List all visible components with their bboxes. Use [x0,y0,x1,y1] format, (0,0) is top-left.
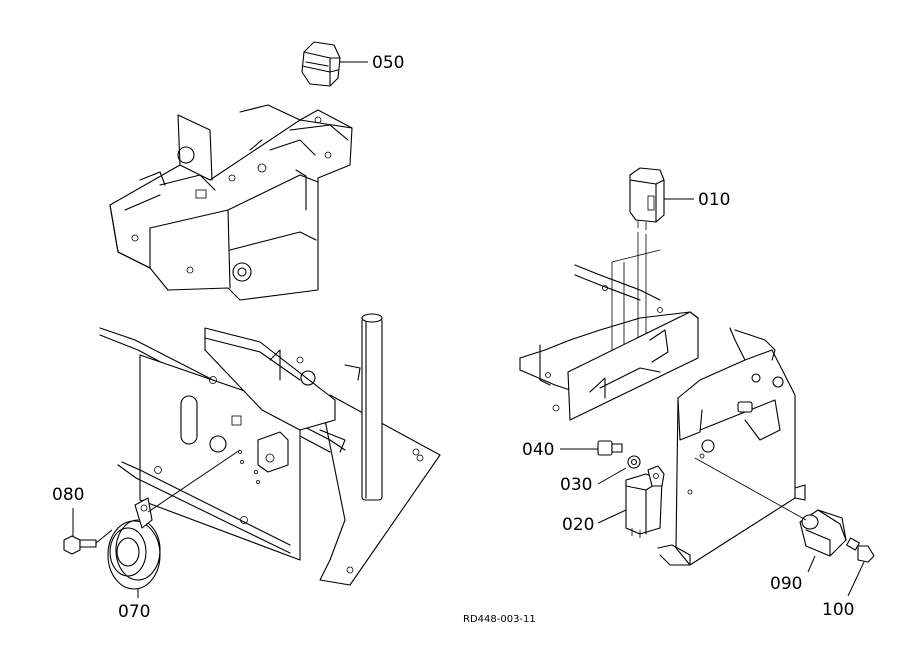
relay-050 [301,41,341,87]
callout-050: 050 [372,53,404,73]
leader-080-line [95,529,113,544]
bolt-040 [597,440,623,456]
right-bracket-plate [657,327,806,566]
callout-090: 090 [770,574,802,594]
callout-080: 080 [52,485,84,505]
callout-010: 010 [698,190,730,210]
horn-mount-line [147,449,241,513]
callout-040: 040 [522,440,554,460]
relay-010 [629,167,665,230]
upper-frame-bracket [109,104,353,301]
leader-090 [807,555,816,573]
leader-030 [597,467,627,485]
leader-100 [847,561,865,597]
bolt-080 [63,535,97,555]
reference-code: RD448-003-11 [463,614,536,625]
right-frame [519,264,699,421]
leader-020 [597,509,627,524]
callout-070: 070 [118,602,150,622]
callout-020: 020 [562,515,594,535]
relay-020 [625,465,665,538]
callout-100: 100 [822,600,854,620]
sensor-090 [799,509,847,557]
bolt-100 [846,537,875,563]
washer-030 [627,455,641,469]
lower-left-chassis [99,313,441,586]
callout-030: 030 [560,475,592,495]
horn-070 [107,497,161,590]
